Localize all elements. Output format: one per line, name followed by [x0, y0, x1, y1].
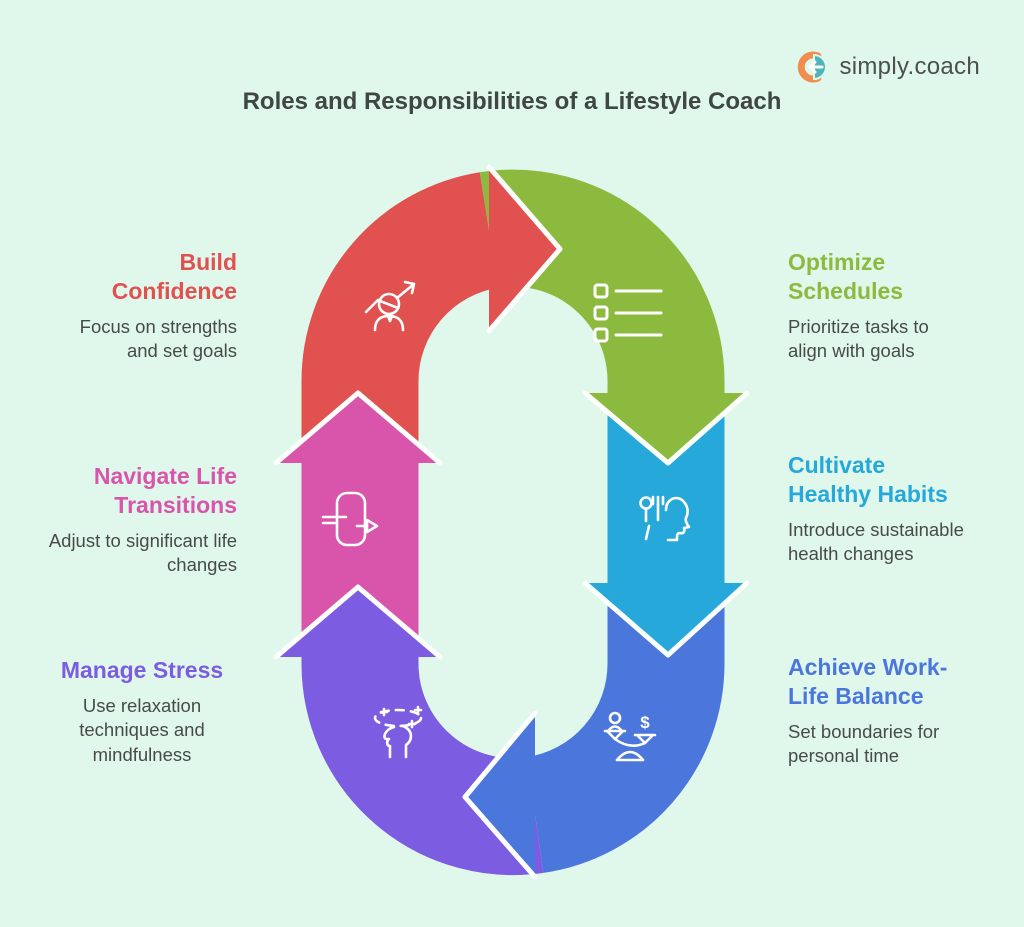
- brand-logo-text: simply.coach: [839, 53, 980, 80]
- segment-heading: Cultivate Healthy Habits: [788, 452, 948, 507]
- simply-coach-logo-icon: [798, 51, 828, 83]
- logo-arrow-left: [808, 60, 824, 74]
- balance-scale-icon: $: [603, 711, 657, 762]
- segment-description: Adjust to significant life changes: [48, 529, 237, 576]
- segment-description: Prioritize tasks to align with goals: [788, 315, 929, 362]
- segment-description: Use relaxation techniques and mindfulnes…: [79, 694, 205, 765]
- segment-heading: Optimize Schedules: [788, 249, 904, 304]
- label-cultivate-healthy-habits: Cultivate Healthy Habits Introduce susta…: [788, 451, 973, 567]
- brand-logo: simply.coach: [796, 50, 980, 84]
- label-navigate-life-transitions: Navigate Life Transitions Adjust to sign…: [37, 462, 237, 578]
- label-manage-stress: Manage Stress Use relaxation techniques …: [47, 656, 237, 767]
- logo-orange-arc: [798, 51, 822, 83]
- label-achieve-work-life-balance: Achieve Work-Life Balance Set boundaries…: [788, 653, 973, 769]
- nutrition-head-icon: [639, 495, 691, 542]
- segment-description: Introduce sustainable health changes: [788, 518, 964, 565]
- arrowhead-achieve-work-life-balance: [462, 710, 538, 880]
- segment-heading: Navigate Life Transitions: [93, 463, 237, 518]
- mindfulness-head-icon: [373, 705, 423, 759]
- dollar-symbol: $: [640, 713, 650, 732]
- transition-door-icon: [321, 491, 379, 547]
- label-optimize-schedules: Optimize Schedules Prioritize tasks to a…: [788, 248, 973, 364]
- segment-heading: Achieve Work-Life Balance: [788, 654, 948, 709]
- arrowhead-optimize-schedules: [582, 390, 750, 466]
- arrowhead-manage-stress: [273, 584, 443, 660]
- segment-description: Set boundaries for personal time: [788, 720, 940, 767]
- arrowhead-navigate-life-transitions: [273, 390, 443, 466]
- arrowhead-build-confidence: [486, 164, 563, 334]
- person-growth-arrow-icon: [364, 280, 416, 332]
- label-build-confidence: Build Confidence Focus on strengths and …: [57, 248, 237, 364]
- cycle-icons: $: [321, 280, 691, 762]
- arrowhead-cultivate-healthy-habits: [582, 580, 750, 658]
- segment-heading: Manage Stress: [60, 657, 224, 683]
- segment-build-confidence-band: [301, 172, 500, 463]
- cycle-arrowheads: [273, 164, 750, 880]
- segment-heading: Build Confidence: [111, 249, 237, 304]
- segment-description: Focus on strengths and set goals: [79, 315, 237, 362]
- checklist-icon: [593, 283, 663, 343]
- page-title: Roles and Responsibilities of a Lifestyl…: [242, 88, 782, 115]
